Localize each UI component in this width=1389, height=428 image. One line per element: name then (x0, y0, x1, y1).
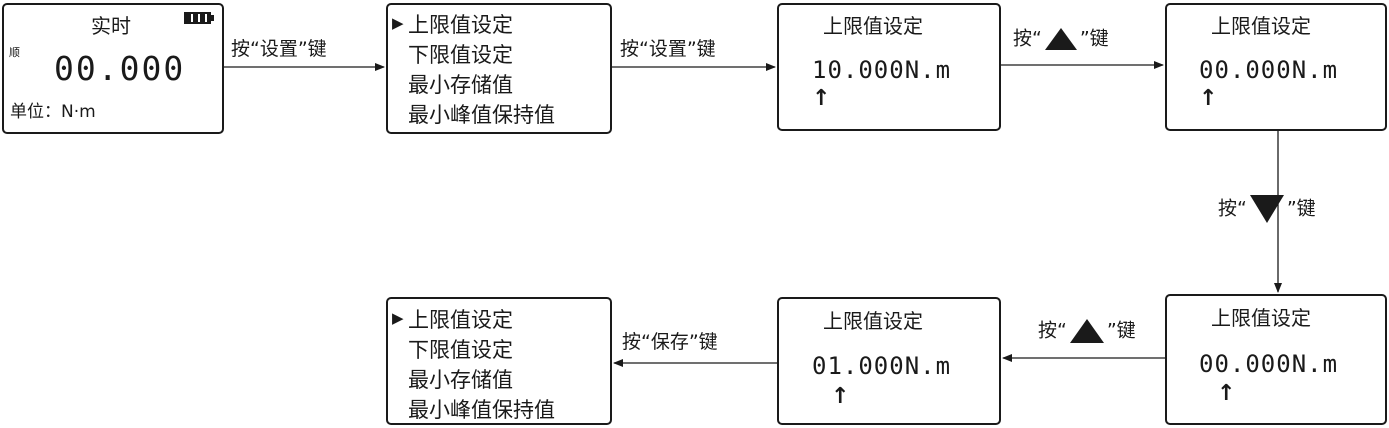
menu-item-min-peak-hold: 最小峰值保持值 (408, 398, 555, 422)
menu-pointer-icon: ▶ (392, 14, 404, 32)
screen-upper-limit-3: 上限值设定 00.000N.m ↑ (1165, 294, 1387, 425)
screen-title: 上限值设定 (1211, 306, 1311, 330)
arrow-label-press-down: 按“”键 (1218, 194, 1316, 224)
screen-upper-limit-1: 上限值设定 10.000N.m ↑ (777, 3, 1001, 131)
digit-cursor-icon: ↑ (1199, 86, 1218, 111)
arrow-label-press-save: 按“保存”键 (622, 331, 718, 353)
side-label: 顺 (9, 46, 20, 59)
menu-item-min-storage: 最小存储值 (408, 368, 513, 392)
arrow-label-press-set-1: 按“设置”键 (231, 38, 327, 60)
up-triangle-icon (1069, 319, 1104, 343)
screen-title: 上限值设定 (1211, 14, 1311, 38)
digit-cursor-icon: ↑ (831, 384, 850, 409)
screen-menu: ▶ 上限值设定 下限值设定 最小存储值 最小峰值保持值 (386, 3, 612, 134)
screen-upper-limit-2: 上限值设定 00.000N.m ↑ (1165, 3, 1387, 131)
arrow-label-press-set-2: 按“设置”键 (620, 38, 716, 60)
screen-realtime: 实时 顺 00.000 单位：N·m (2, 3, 224, 134)
screen-title: 实时 (91, 14, 131, 38)
menu-pointer-icon: ▶ (392, 309, 404, 327)
menu-list: 上限值设定 下限值设定 最小存储值 最小峰值保持值 (408, 305, 555, 425)
setting-value: 10.000N.m (812, 56, 952, 84)
arrow-label-press-up-2: 按“”键 (1038, 318, 1136, 344)
screen-title: 上限值设定 (823, 309, 923, 333)
digit-cursor-icon: ↑ (812, 86, 831, 111)
unit-label: 单位：N·m (10, 102, 96, 122)
menu-item-upper-limit: 上限值设定 (408, 13, 513, 37)
screen-upper-limit-4: 上限值设定 01.000N.m ↑ (777, 297, 1001, 425)
menu-item-lower-limit: 下限值设定 (408, 338, 513, 362)
battery-icon (184, 12, 211, 24)
setting-value: 00.000N.m (1199, 56, 1339, 84)
menu-item-min-storage: 最小存储值 (408, 73, 513, 97)
menu-item-min-peak-hold: 最小峰值保持值 (408, 103, 555, 127)
up-triangle-icon (1044, 28, 1077, 50)
menu-item-upper-limit: 上限值设定 (408, 308, 513, 332)
arrow-label-press-up-1: 按“”键 (1013, 27, 1109, 50)
screen-menu-saved: ▶ 上限值设定 下限值设定 最小存储值 最小峰值保持值 (386, 297, 612, 425)
setting-value: 00.000N.m (1199, 350, 1339, 378)
digit-cursor-icon: ↑ (1217, 381, 1236, 406)
realtime-value: 00.000 (54, 49, 186, 88)
battery-tip (211, 15, 214, 21)
menu-item-lower-limit: 下限值设定 (408, 43, 513, 67)
screen-title: 上限值设定 (823, 14, 923, 38)
setting-value: 01.000N.m (812, 352, 952, 380)
menu-list: 上限值设定 下限值设定 最小存储值 最小峰值保持值 (408, 10, 555, 130)
down-triangle-icon (1249, 195, 1284, 223)
